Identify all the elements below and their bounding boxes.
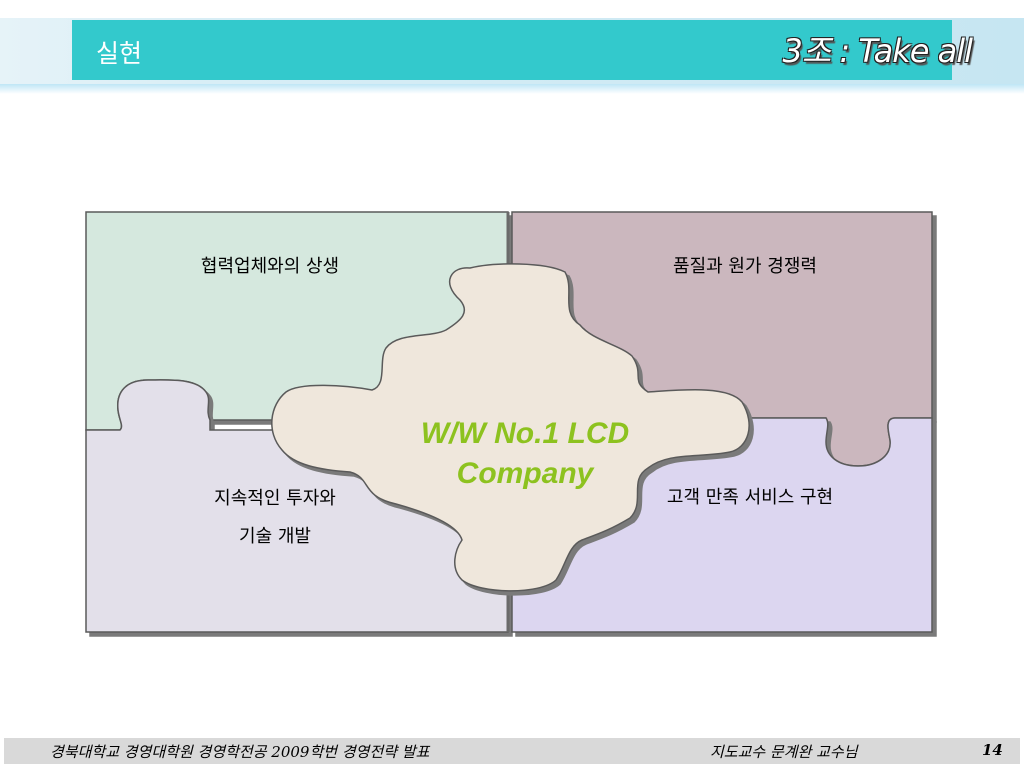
header-divider	[0, 84, 1024, 94]
slide-title: 실현	[96, 39, 143, 68]
center-label: W/W No.1 LCD Company	[390, 414, 660, 494]
footer-professor: 지도교수 문계완 교수님	[710, 743, 858, 761]
page-number: 14	[982, 741, 1003, 759]
center-label-line2: Company	[456, 457, 594, 490]
footer: 경북대학교 경영대학원 경영학전공 2009학번 경영전략 발표 지도교수 문계…	[4, 738, 1020, 764]
label-top-left: 협력업체와의 상생	[200, 256, 340, 277]
label-bottom-left-line1: 지속적인 투자와	[214, 488, 336, 509]
label-bottom-left-line2: 기술 개발	[239, 526, 311, 547]
label-top-right: 품질과 원가 경쟁력	[673, 256, 817, 277]
label-bottom-left: 지속적인 투자와 기술 개발	[150, 480, 400, 556]
center-label-line1: W/W No.1 LCD	[420, 417, 630, 450]
footer-left-text: 경북대학교 경영대학원 경영학전공 2009학번 경영전략 발표	[50, 743, 430, 761]
team-label: 3조 : Take all	[782, 32, 973, 70]
header-title-bar	[72, 20, 952, 80]
piece-center	[271, 263, 750, 592]
label-bottom-right: 고객 만족 서비스 구현	[666, 487, 834, 508]
